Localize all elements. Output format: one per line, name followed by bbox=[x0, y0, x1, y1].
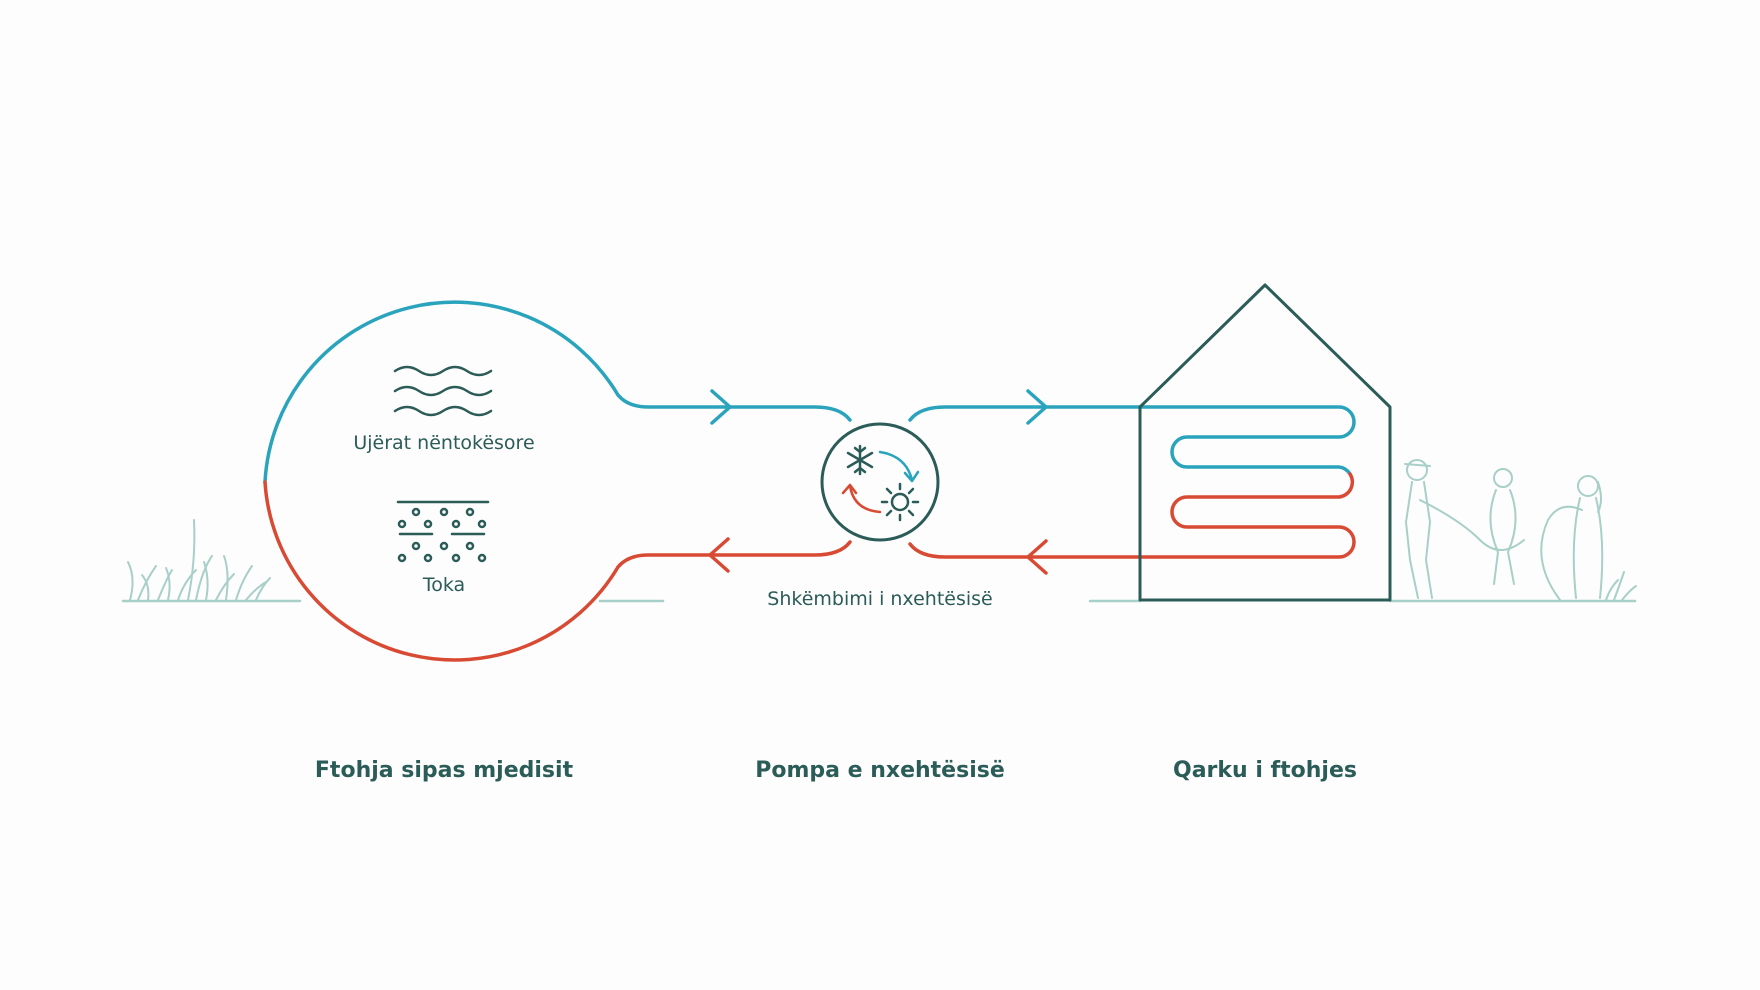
warm-building-arrow bbox=[1026, 389, 1048, 425]
cycle-arrow-warm bbox=[878, 450, 920, 483]
cold-building-arrow bbox=[1026, 539, 1048, 575]
house-outline bbox=[1138, 283, 1392, 602]
warm-building-pipe bbox=[908, 405, 1356, 476]
caption-ambient-cooling: Ftohja sipas mjedisit bbox=[314, 758, 574, 783]
groundwater-label: Ujërat nëntokësore bbox=[353, 432, 535, 454]
cold-building-pipe bbox=[908, 472, 1356, 559]
children-icon bbox=[1404, 459, 1604, 601]
sun-icon bbox=[880, 482, 920, 522]
cold-supply-arrow bbox=[708, 537, 730, 573]
warm-return-pipe bbox=[263, 300, 852, 484]
soil-icon bbox=[396, 500, 490, 563]
heat-pump-unit bbox=[820, 422, 940, 542]
warm-return-arrow bbox=[710, 389, 732, 425]
waves-icon bbox=[393, 365, 493, 417]
snowflake-icon bbox=[846, 444, 874, 476]
soil-label: Toka bbox=[422, 574, 466, 596]
caption-cooling-circuit: Qarku i ftohjes bbox=[1173, 758, 1357, 783]
cold-supply-pipe bbox=[263, 480, 852, 662]
cycle-arrow-cold bbox=[841, 483, 882, 514]
caption-heat-pump: Pompa e nxehtësisë bbox=[755, 758, 1005, 783]
heat-exchange-label: Shkëmbimi i nxehtësisë bbox=[767, 588, 993, 610]
grass-icon bbox=[127, 519, 1637, 601]
